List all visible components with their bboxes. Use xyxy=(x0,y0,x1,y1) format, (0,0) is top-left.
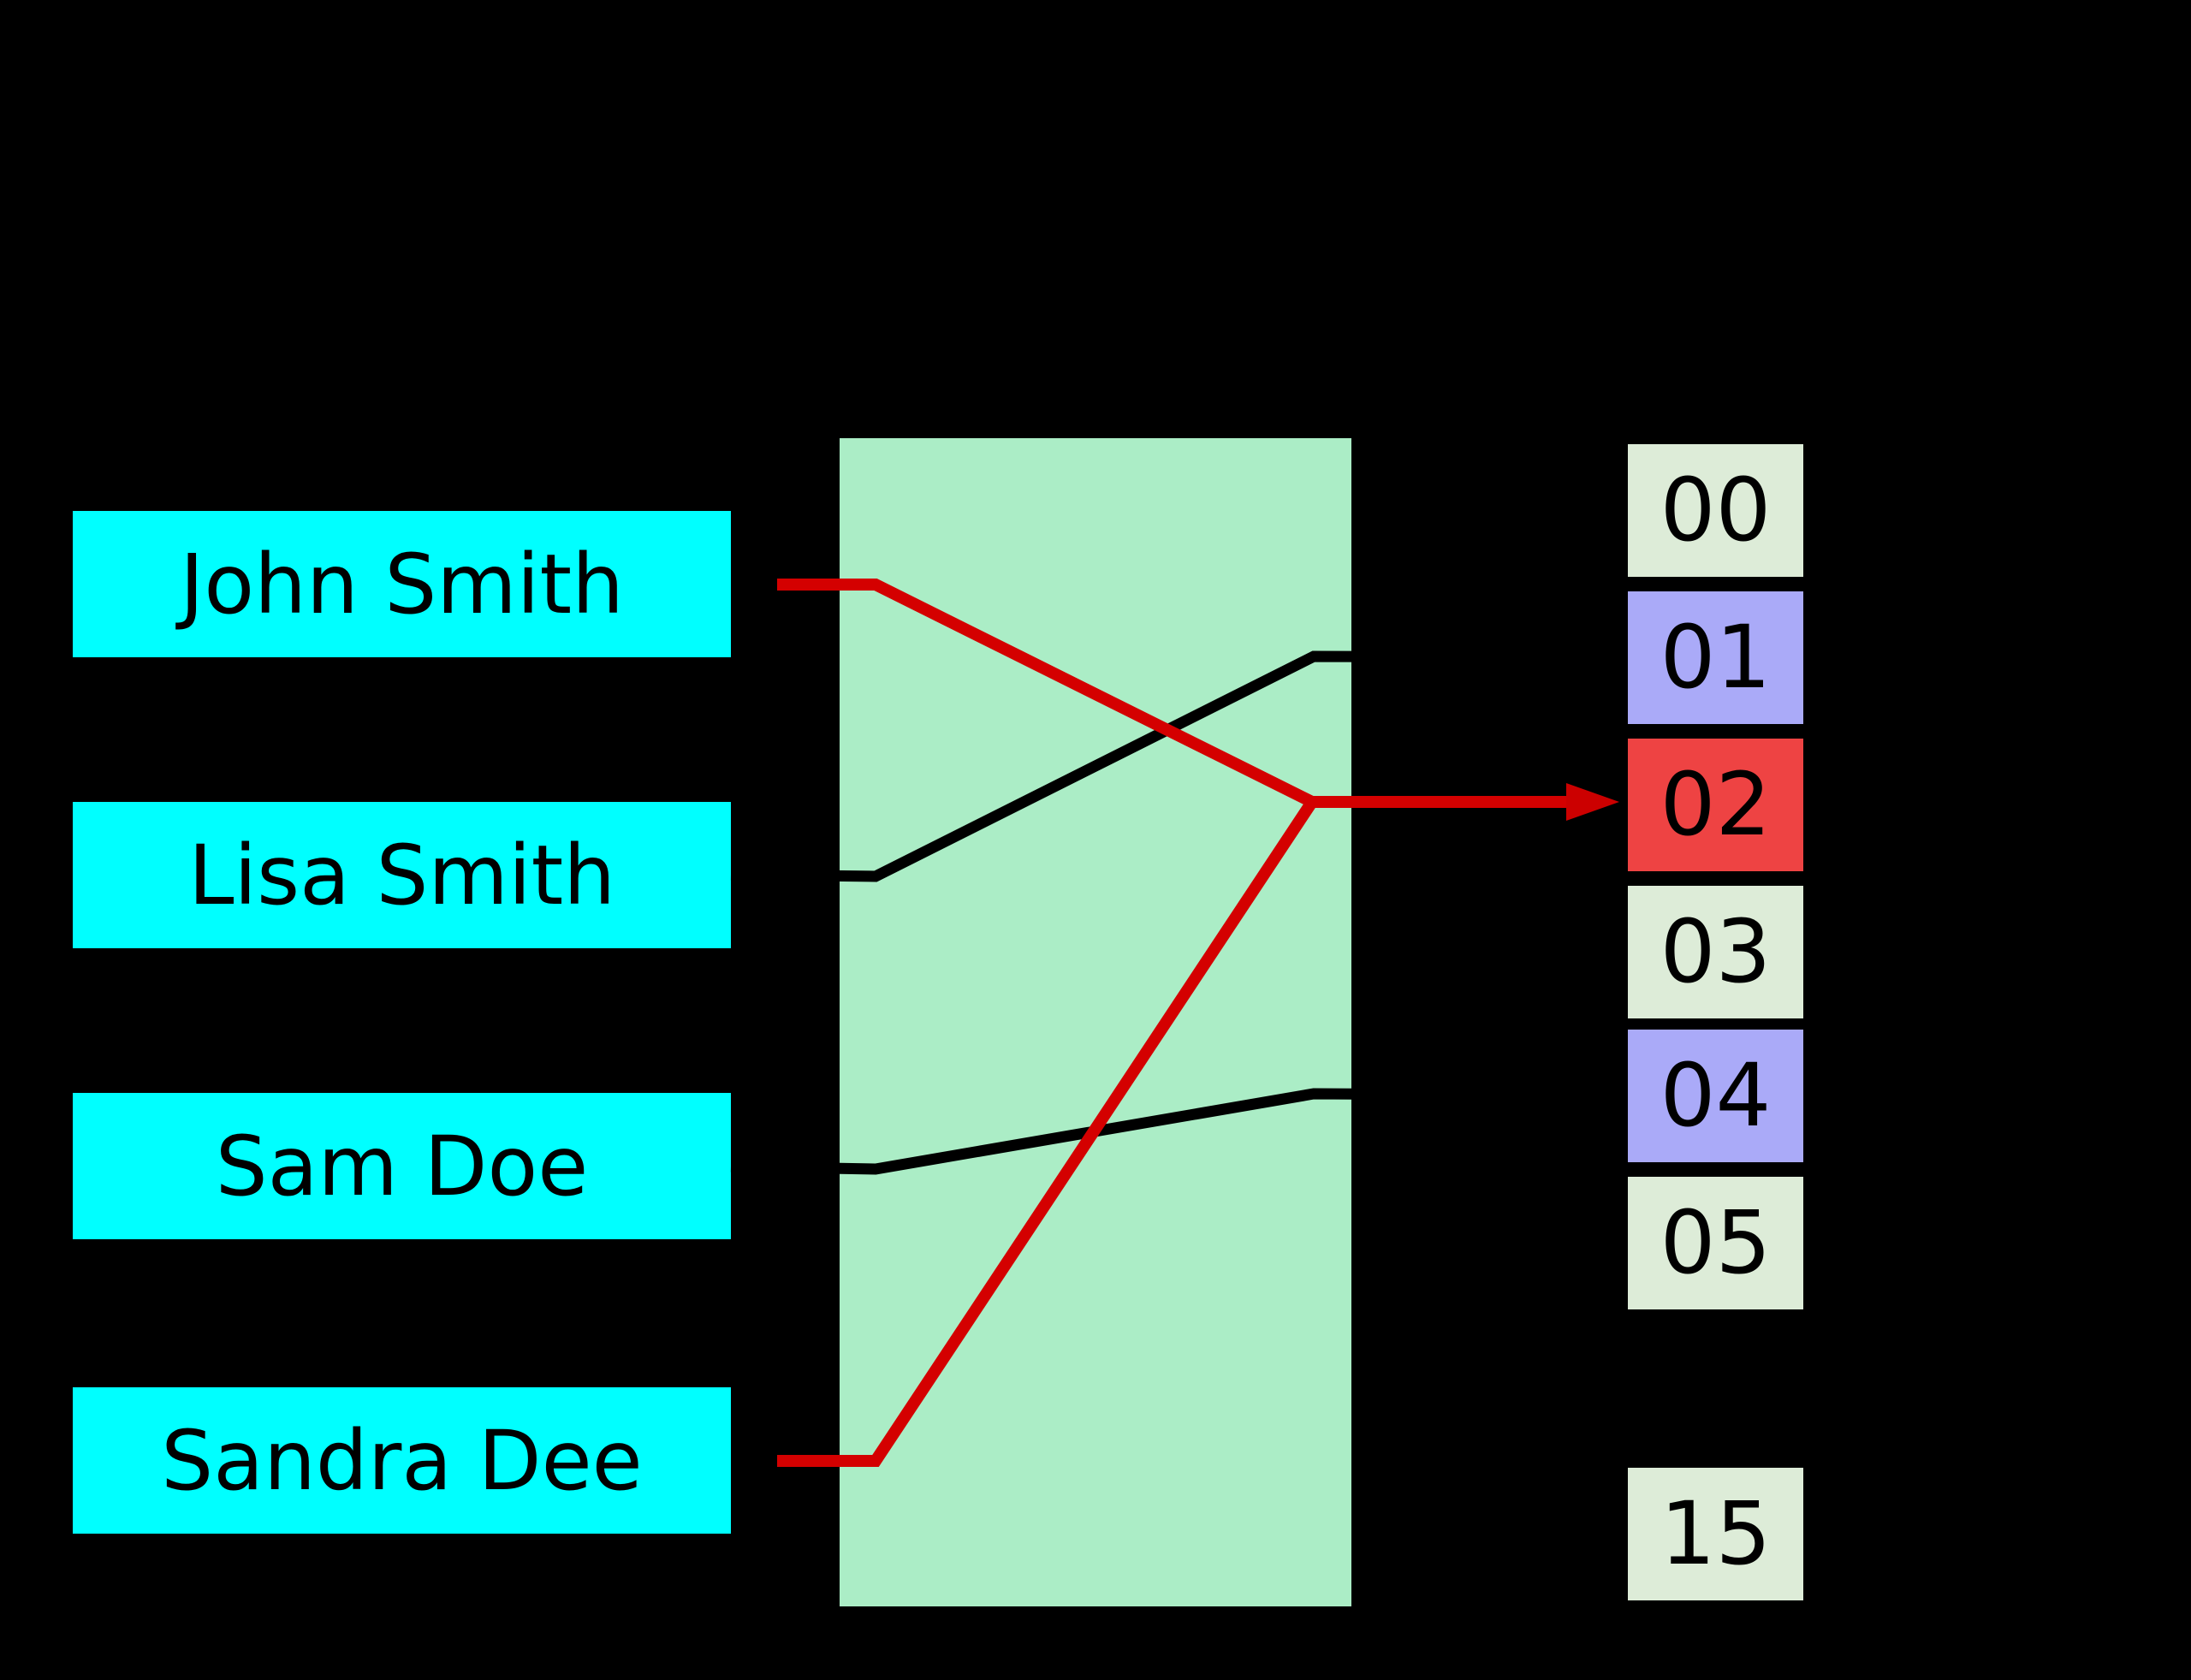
bucket-04: 04 xyxy=(1628,1030,1803,1162)
key-label-sam-doe: Sam Doe xyxy=(215,1118,589,1214)
bucket-label-03: 03 xyxy=(1660,901,1772,1003)
bucket-01: 01 xyxy=(1628,591,1803,724)
key-box-sam-doe: Sam Doe xyxy=(73,1093,731,1239)
bucket-02: 02 xyxy=(1628,739,1803,871)
key-label-sandra-dee: Sandra Dee xyxy=(161,1412,643,1509)
bucket-05: 05 xyxy=(1628,1177,1803,1309)
bucket-label-15: 15 xyxy=(1660,1483,1772,1585)
collision-arrow-head xyxy=(1566,783,1619,821)
bucket-label-04: 04 xyxy=(1660,1045,1772,1147)
key-box-john-smith: John Smith xyxy=(73,511,731,657)
key-label-lisa-smith: Lisa Smith xyxy=(187,827,616,923)
key-box-lisa-smith: Lisa Smith xyxy=(73,802,731,948)
bucket-00: 00 xyxy=(1628,444,1803,577)
bucket-03: 03 xyxy=(1628,886,1803,1018)
bucket-label-05: 05 xyxy=(1660,1192,1772,1294)
hash-function-box xyxy=(840,438,1351,1606)
bucket-15: 15 xyxy=(1628,1468,1803,1600)
key-box-sandra-dee: Sandra Dee xyxy=(73,1387,731,1534)
key-label-john-smith: John Smith xyxy=(180,536,624,632)
bucket-label-00: 00 xyxy=(1660,460,1772,561)
bucket-label-02: 02 xyxy=(1660,754,1772,856)
bucket-label-01: 01 xyxy=(1660,607,1772,709)
